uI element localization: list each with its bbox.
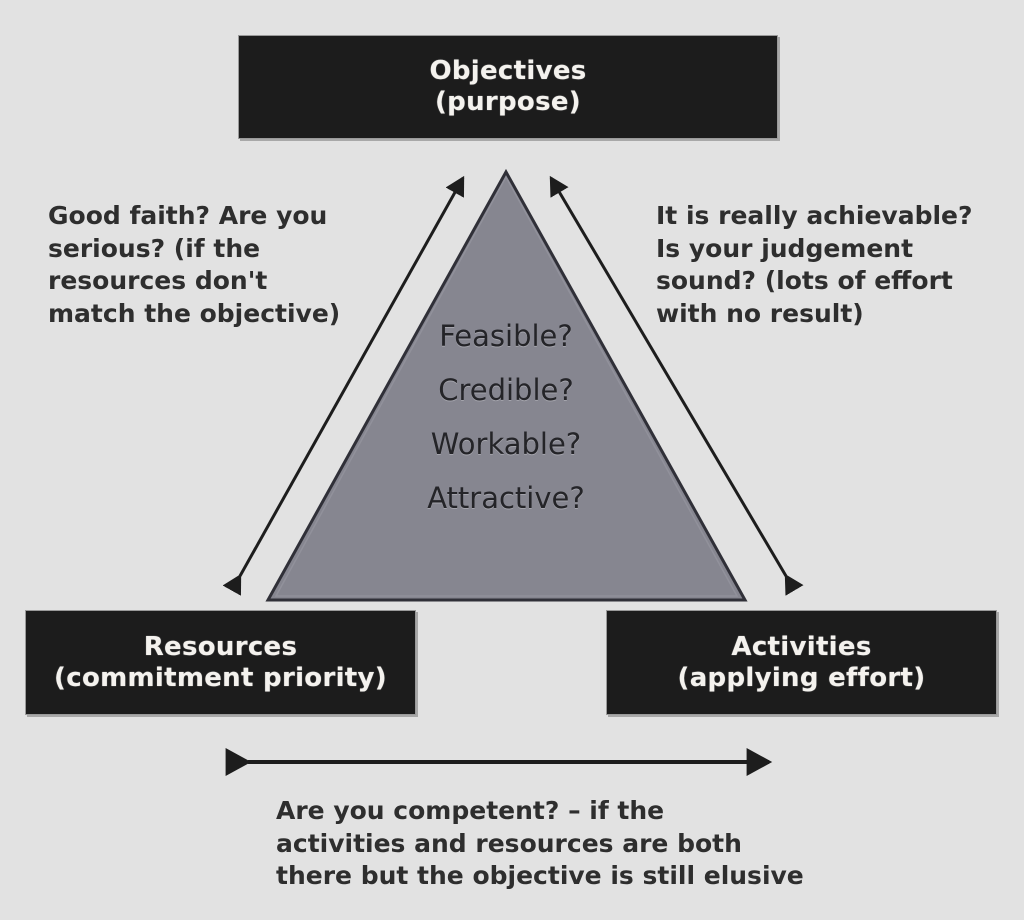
triangle-question-attractive: Attractive? bbox=[427, 481, 585, 515]
annotation-left: Good faith? Are you serious? (if the res… bbox=[48, 201, 341, 328]
triangle-question-workable: Workable? bbox=[430, 427, 582, 461]
node-objectives[interactable]: Objectives (purpose) bbox=[238, 35, 778, 139]
node-activities-subtitle: (applying effort) bbox=[677, 662, 926, 693]
arrow-resources-objectives bbox=[222, 175, 465, 596]
node-resources[interactable]: Resources (commitment priority) bbox=[25, 610, 416, 715]
annotation-right: It is really achievable? Is your judgeme… bbox=[656, 201, 973, 328]
triangle-question-list: Feasible? Credible? Workable? Attractive… bbox=[370, 322, 642, 513]
node-activities-title: Activities bbox=[731, 631, 872, 662]
node-objectives-subtitle: (purpose) bbox=[435, 87, 581, 117]
arrow-activities-objectives bbox=[549, 175, 804, 596]
triangle-question-feasible: Feasible? bbox=[439, 319, 573, 353]
annotation-bottom: Are you competent? – if the activities a… bbox=[276, 796, 804, 890]
triangle-question-credible: Credible? bbox=[438, 373, 574, 407]
node-resources-title: Resources bbox=[143, 631, 298, 662]
node-objectives-title: Objectives bbox=[429, 56, 587, 87]
node-resources-subtitle: (commitment priority) bbox=[54, 662, 387, 693]
node-activities[interactable]: Activities (applying effort) bbox=[606, 610, 997, 715]
